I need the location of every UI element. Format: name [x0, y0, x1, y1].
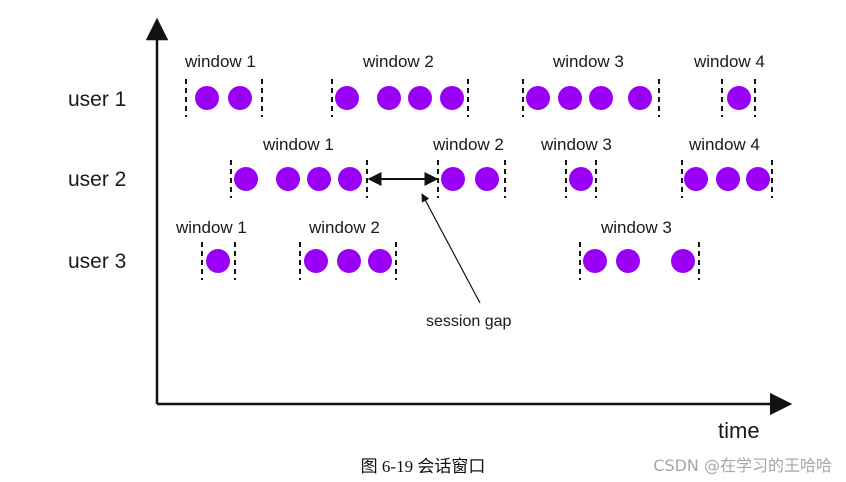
event-dot — [671, 249, 695, 273]
event-dot — [746, 167, 770, 191]
event-dot — [368, 249, 392, 273]
user-label-1: user 1 — [68, 88, 126, 111]
event-dot — [335, 86, 359, 110]
window-label: window 3 — [600, 218, 672, 237]
event-dot — [589, 86, 613, 110]
window-label: window 4 — [688, 135, 760, 154]
session-gap-pointer — [421, 193, 481, 304]
window-label: window 2 — [432, 135, 504, 154]
event-dot — [228, 86, 252, 110]
event-dot — [276, 167, 300, 191]
event-dot — [337, 249, 361, 273]
figure-caption: 图 6-19 会话窗口 — [360, 457, 486, 476]
event-dot — [206, 249, 230, 273]
event-dot — [716, 167, 740, 191]
window-label: window 4 — [693, 52, 765, 71]
event-dot — [234, 167, 258, 191]
window-label: window 2 — [308, 218, 380, 237]
event-dot — [408, 86, 432, 110]
event-dot — [616, 249, 640, 273]
window-label: window 1 — [184, 52, 256, 71]
watermark: CSDN @在学习的王哈哈 — [653, 456, 832, 475]
window-label: window 3 — [552, 52, 624, 71]
event-dot — [526, 86, 550, 110]
event-dot — [558, 86, 582, 110]
event-dot — [304, 249, 328, 273]
event-dot — [727, 86, 751, 110]
user-label-2: user 2 — [68, 168, 126, 191]
event-dot — [684, 167, 708, 191]
session-gap-label: session gap — [426, 313, 511, 330]
event-dot — [583, 249, 607, 273]
event-dot — [338, 167, 362, 191]
event-dot — [440, 86, 464, 110]
event-dot — [377, 86, 401, 110]
windows-layer — [185, 79, 773, 280]
event-dot — [307, 167, 331, 191]
event-dot — [569, 167, 593, 191]
window-label: window 3 — [540, 135, 612, 154]
event-dot — [441, 167, 465, 191]
event-dot — [195, 86, 219, 110]
event-dot — [475, 167, 499, 191]
window-label: window 1 — [262, 135, 334, 154]
window-label: window 2 — [362, 52, 434, 71]
event-dot — [628, 86, 652, 110]
user-label-3: user 3 — [68, 250, 126, 273]
window-label: window 1 — [175, 218, 247, 237]
x-axis-label: time — [718, 418, 760, 443]
